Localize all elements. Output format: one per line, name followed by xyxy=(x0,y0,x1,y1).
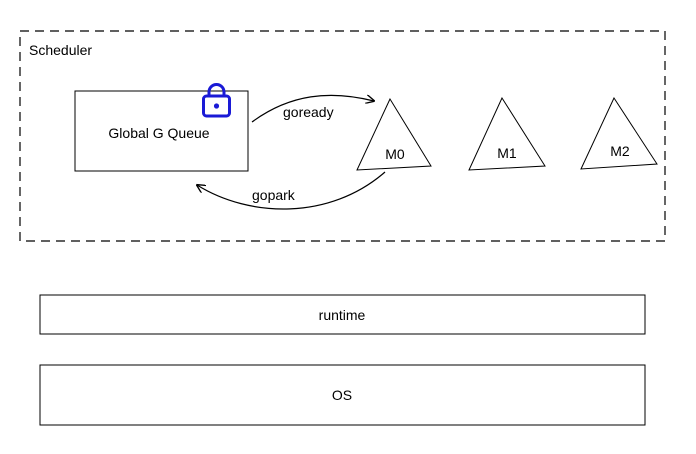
os-layer-label: OS xyxy=(332,387,352,403)
global-queue-box xyxy=(74,90,249,172)
machine-m0-triangle xyxy=(356,97,432,171)
os-layer-box xyxy=(39,364,646,426)
scheduler-label: Scheduler xyxy=(29,42,92,58)
lock-icon xyxy=(202,83,231,118)
gopark-label: gopark xyxy=(252,187,296,203)
machine-m1-triangle xyxy=(468,96,546,171)
machine-m2-triangle xyxy=(580,96,658,170)
machine-m2-label: M2 xyxy=(610,143,630,159)
global-queue-label: Global G Queue xyxy=(108,125,209,141)
scheduler-container xyxy=(19,30,666,242)
runtime-layer-label: runtime xyxy=(319,307,366,323)
machine-m1-label: M1 xyxy=(497,145,517,161)
goready-arrow xyxy=(251,95,374,123)
goready-label: goready xyxy=(283,104,334,120)
gopark-arrow xyxy=(197,171,386,210)
runtime-layer-box xyxy=(39,294,646,335)
machine-m0-label: M0 xyxy=(385,146,405,162)
